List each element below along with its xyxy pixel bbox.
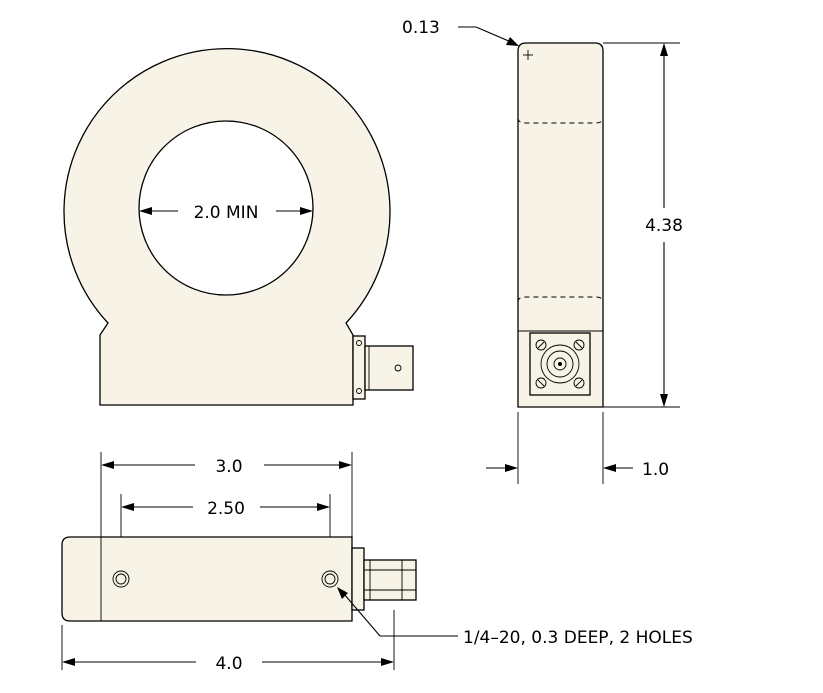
corner-radius-label: 0.13	[402, 18, 440, 38]
hole-spacing-label: 2.50	[207, 499, 245, 519]
front-connector-body	[364, 345, 414, 391]
bottom-view-body	[61, 536, 353, 622]
side-view: 0.13 4.38 1.0	[402, 18, 683, 484]
height-label: 4.38	[645, 216, 683, 236]
front-view: 2.0 MIN	[63, 47, 414, 406]
bottom-connector-body	[363, 559, 417, 601]
front-connector-pin-icon	[394, 364, 402, 372]
mount-hole-left-icon	[112, 570, 130, 588]
bottom-connector-flange	[351, 547, 365, 611]
side-connector-pin-icon	[558, 362, 562, 366]
bottom-view: 3.0 2.50 1/4–20, 0.3 DEEP, 2 HOLES	[61, 452, 693, 674]
width-label: 3.0	[215, 457, 242, 477]
mount-hole-right-icon	[321, 570, 339, 588]
side-connector-square	[529, 332, 591, 396]
length-label: 4.0	[215, 654, 242, 674]
front-view-bore	[138, 120, 314, 296]
inner-diameter-label: 2.0 MIN	[194, 203, 259, 223]
hole-callout-label: 1/4–20, 0.3 DEEP, 2 HOLES	[463, 628, 693, 648]
thickness-label: 1.0	[642, 460, 669, 480]
